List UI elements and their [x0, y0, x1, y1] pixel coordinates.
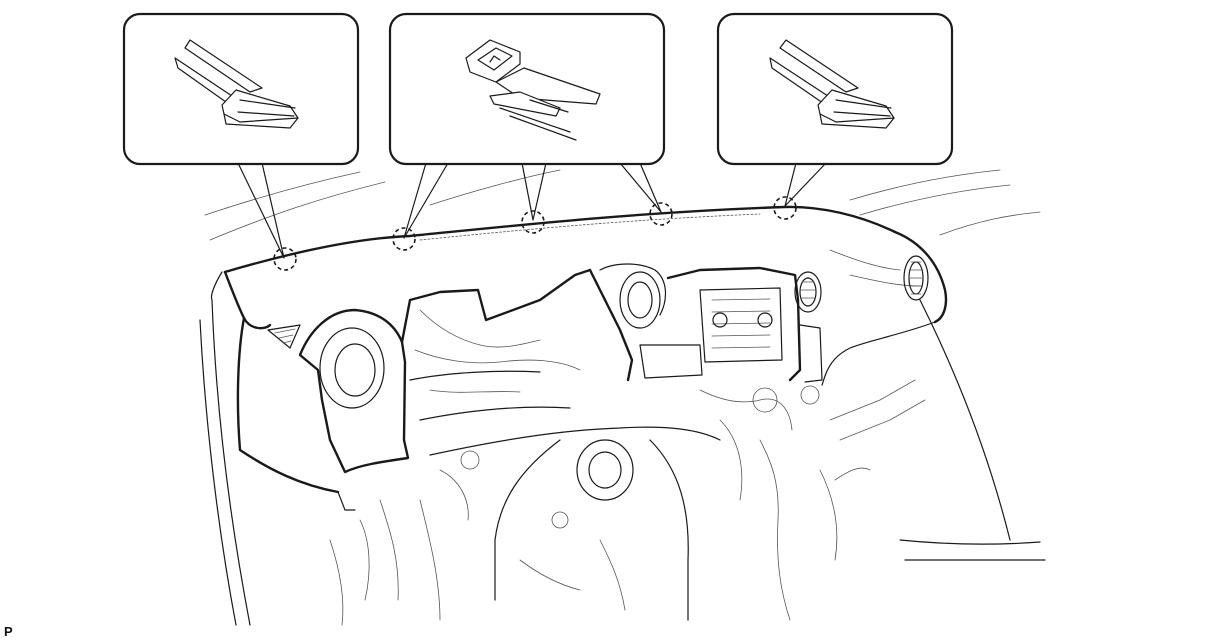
clip-marker-2	[392, 227, 416, 251]
instrument-panel-frame	[298, 263, 926, 626]
callout-center	[388, 12, 666, 166]
clip-marker-5	[773, 196, 797, 220]
callout-left	[122, 12, 360, 166]
clip-marker-1	[273, 247, 297, 271]
callout-right	[716, 12, 954, 166]
figure-code-label: P	[4, 624, 13, 639]
vehicle-body-outline	[199, 169, 1046, 626]
clip-detail-center	[465, 39, 601, 141]
clip-markers	[273, 196, 797, 271]
clip-detail-right	[769, 39, 895, 129]
clip-marker-4	[649, 202, 673, 226]
clip-detail-left	[174, 39, 299, 129]
callout-leader-lines	[237, 162, 827, 259]
instrument-panel-pad	[223, 205, 948, 511]
clip-marker-3	[521, 210, 545, 234]
